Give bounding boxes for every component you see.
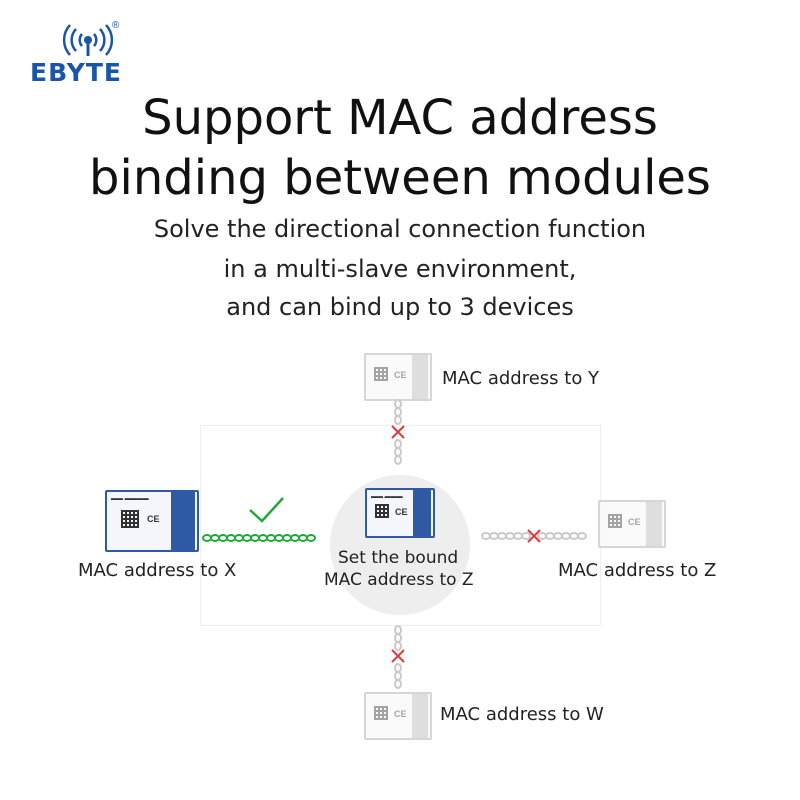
wifi-signal-icon xyxy=(62,24,114,56)
subtitle-line-2: in a multi-slave environment, xyxy=(223,255,577,283)
module-top-qr-icon xyxy=(374,367,388,381)
module-bottom-qr-icon xyxy=(374,706,388,720)
module-left-antenna xyxy=(171,492,195,550)
cross-icon-right xyxy=(527,529,541,543)
module-right-antenna xyxy=(646,502,662,546)
module-center: ▬▬ ▬▬▬ CE xyxy=(365,488,435,538)
module-bottom-ce-mark: CE xyxy=(394,709,407,719)
label-left: MAC address to X xyxy=(78,560,237,581)
module-left: ▬▬ ▬▬▬▬ CE xyxy=(105,490,199,552)
module-top-antenna xyxy=(412,355,428,399)
module-left-marking: ▬▬ ▬▬▬▬ xyxy=(111,496,149,502)
module-center-ce-mark: CE xyxy=(395,507,408,517)
bg-grid-h2 xyxy=(200,625,600,626)
page-title-line-2: binding between modules xyxy=(89,150,711,206)
center-label-line-2: MAC address to Z xyxy=(324,570,474,590)
ebyte-logo: ® EBYTE xyxy=(30,20,150,90)
module-bottom-antenna xyxy=(412,694,428,738)
label-bottom: MAC address to W xyxy=(440,704,604,725)
label-right: MAC address to Z xyxy=(558,560,717,581)
module-center-qr-icon xyxy=(375,504,389,518)
bg-grid-h1 xyxy=(200,425,600,426)
brand-name: EBYTE xyxy=(30,58,122,87)
chain-left-connected xyxy=(202,534,316,542)
chain-right-blocked xyxy=(481,532,587,540)
center-label-line-1: Set the bound xyxy=(338,548,459,568)
module-left-ce-mark: CE xyxy=(147,514,160,524)
page-title-line-1: Support MAC address xyxy=(142,90,658,146)
module-top: CE xyxy=(364,353,432,401)
subtitle-line-3: and can bind up to 3 devices xyxy=(226,293,574,321)
label-top: MAC address to Y xyxy=(442,368,600,389)
cross-icon-bottom xyxy=(391,649,405,663)
module-center-antenna xyxy=(413,490,431,536)
registered-mark: ® xyxy=(112,20,120,31)
module-top-ce-mark: CE xyxy=(394,370,407,380)
module-right-ce-mark: CE xyxy=(628,517,641,527)
bg-grid-v1 xyxy=(200,425,201,625)
module-bottom: CE xyxy=(364,692,432,740)
module-left-qr-icon xyxy=(121,510,139,528)
module-center-marking: ▬▬ ▬▬▬ xyxy=(371,494,403,500)
subtitle-line-1: Solve the directional connection functio… xyxy=(153,215,647,243)
chain-bottom-blocked xyxy=(394,625,402,689)
module-right-qr-icon xyxy=(608,514,622,528)
module-right: CE xyxy=(598,500,666,548)
check-icon xyxy=(249,497,284,523)
cross-icon-top xyxy=(391,425,405,439)
